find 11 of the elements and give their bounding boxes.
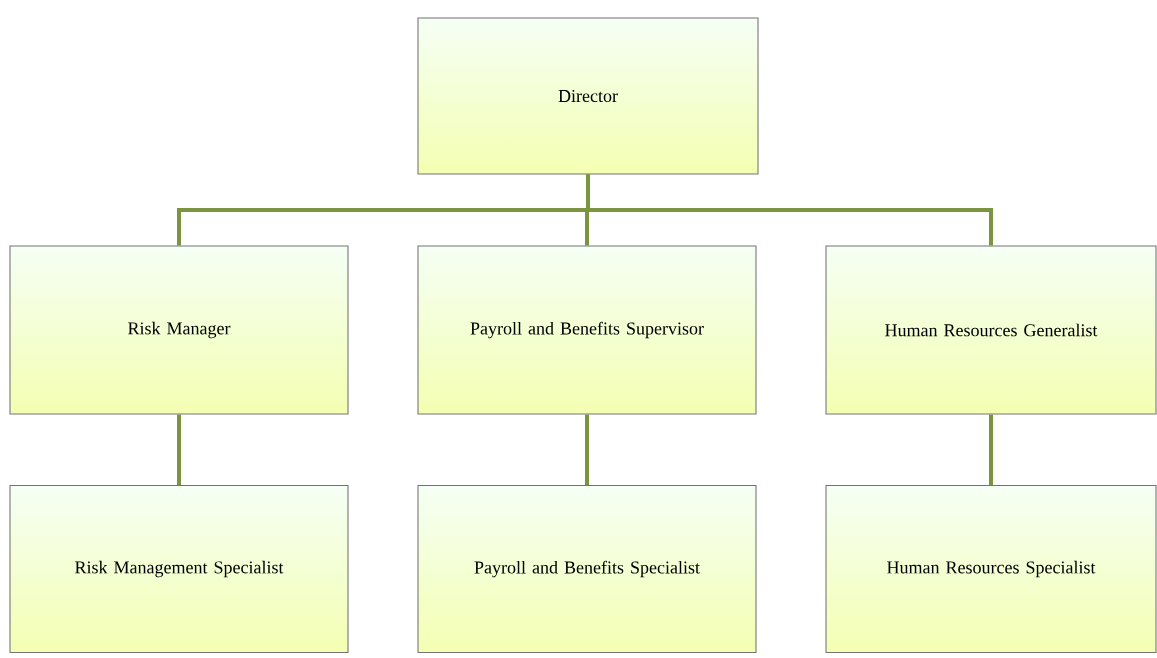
org-box: Human Resources Generalist <box>825 245 1157 415</box>
connector-line <box>177 414 181 485</box>
connector-line <box>586 174 993 246</box>
org-box: Payroll and Benefits Specialist <box>417 484 757 654</box>
org-box: Human Resources Specialist <box>825 484 1157 654</box>
org-box: Director <box>417 17 759 175</box>
org-box: Risk Manager <box>9 245 349 415</box>
org-box: Risk Management Specialist <box>9 484 349 654</box>
connector-line <box>585 414 589 485</box>
connector-line <box>989 414 993 485</box>
org-box: Payroll and Benefits Supervisor <box>417 245 757 415</box>
